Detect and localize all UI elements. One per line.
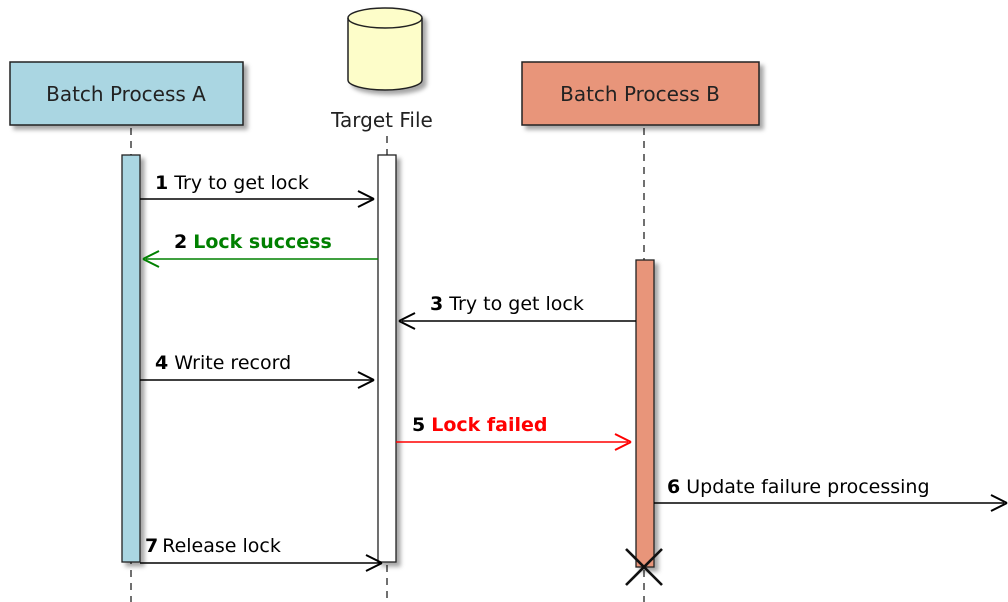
arrowhead-5 — [614, 433, 632, 451]
participant-batch-process-a — [9, 61, 244, 126]
x-mark-icon — [625, 548, 663, 586]
participant-label-b: Batch Process B — [560, 82, 720, 106]
activation-bar-b — [635, 259, 655, 568]
arrowhead-3 — [398, 312, 416, 330]
arrowhead-6 — [990, 494, 1008, 512]
arrowhead-4 — [357, 371, 375, 389]
cylinder-icon — [347, 7, 423, 91]
participant-batch-process-b — [521, 61, 760, 126]
activation-bar-file — [377, 154, 397, 563]
arrowhead-1 — [357, 190, 375, 208]
arrowhead-7 — [365, 554, 383, 572]
activation-bar-a — [121, 154, 141, 563]
participant-label-target-file: Target File — [330, 108, 433, 132]
arrowhead-2 — [142, 250, 160, 268]
participant-label-a: Batch Process A — [46, 82, 206, 106]
